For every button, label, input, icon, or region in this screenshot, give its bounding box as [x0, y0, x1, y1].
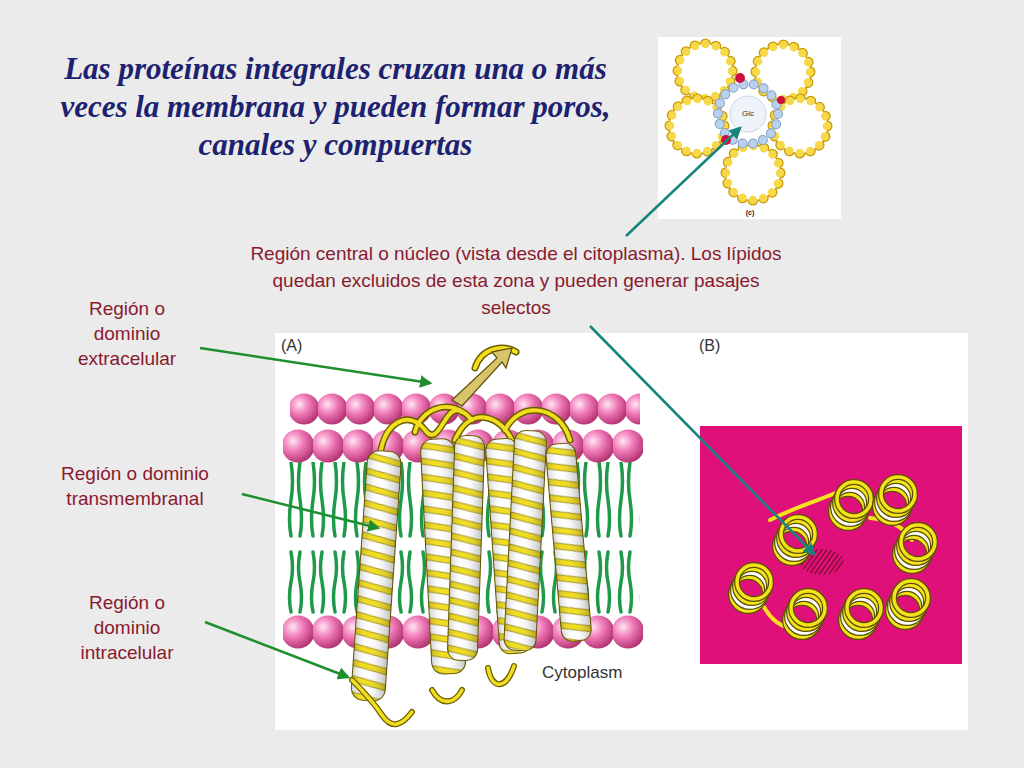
leader-arrow — [590, 326, 814, 554]
protein-ribbon — [351, 450, 402, 702]
pore-lining — [718, 84, 778, 144]
protein-ribbon — [545, 442, 592, 642]
leader-arrow — [200, 348, 430, 383]
protein-ribbon — [488, 666, 514, 684]
pore-lining — [718, 84, 778, 144]
protein-ribbon — [503, 430, 546, 651]
subunit-ring — [726, 146, 780, 200]
top-view — [700, 426, 962, 664]
pore-inset — [658, 37, 841, 219]
panel-letter: (A) — [281, 337, 321, 355]
pore-inset — [658, 37, 841, 219]
pore-lining — [777, 96, 785, 104]
protein-ribbon — [545, 442, 592, 642]
protein-ribbon — [432, 690, 462, 701]
top-view — [841, 591, 881, 637]
protein-ribbon — [352, 666, 514, 724]
pore-lining — [718, 73, 785, 145]
top-view — [700, 426, 962, 664]
top-view — [831, 482, 871, 528]
protein-ribbon — [503, 430, 546, 651]
leader-arrow — [626, 128, 740, 236]
top-view — [785, 591, 825, 637]
protein-ribbon — [503, 430, 546, 651]
molecule-label: Glc — [733, 109, 763, 119]
side-label: Cytoplasm — [542, 662, 652, 683]
figure-panel — [275, 333, 968, 730]
region-label: Región o dominio transmembranal — [40, 461, 230, 511]
top-view — [888, 581, 928, 627]
protein-ribbon — [452, 348, 512, 406]
region-label: Región o dominio intracelular — [62, 590, 192, 665]
subunit-ring — [726, 146, 780, 200]
panel-letter: (c) — [735, 208, 765, 217]
top-view — [775, 517, 815, 563]
leader-arrow — [200, 128, 814, 677]
protein-ribbon — [352, 666, 514, 724]
pore-lining — [730, 96, 766, 132]
region-label: Región o dominio extracelular — [62, 296, 192, 371]
subunit-ring — [773, 99, 827, 153]
protein-ribbon — [351, 450, 402, 702]
slide-title: Las proteínas integrales cruzan una o má… — [48, 50, 623, 164]
protein-ribbon — [415, 407, 472, 432]
pore-lining — [735, 73, 745, 83]
subunit-ring — [670, 44, 827, 200]
protein-ribbon — [488, 666, 514, 684]
protein-ribbon — [432, 690, 462, 701]
protein-ribbon — [352, 680, 412, 724]
top-view — [731, 565, 771, 611]
protein-ribbon — [545, 442, 592, 642]
panel-letter: (B) — [699, 337, 739, 355]
subunit-ring — [773, 99, 827, 153]
top-view — [875, 477, 915, 523]
protein-ribbon — [447, 435, 485, 661]
callout-note: Región central o núcleo (vista desde el … — [241, 240, 791, 321]
leader-arrow — [242, 494, 378, 528]
protein-ribbon — [447, 435, 485, 661]
leader-arrow — [205, 622, 348, 677]
protein-ribbon — [351, 450, 402, 702]
top-view — [895, 525, 935, 571]
protein-ribbon — [447, 435, 485, 661]
protein-ribbon — [352, 680, 412, 724]
